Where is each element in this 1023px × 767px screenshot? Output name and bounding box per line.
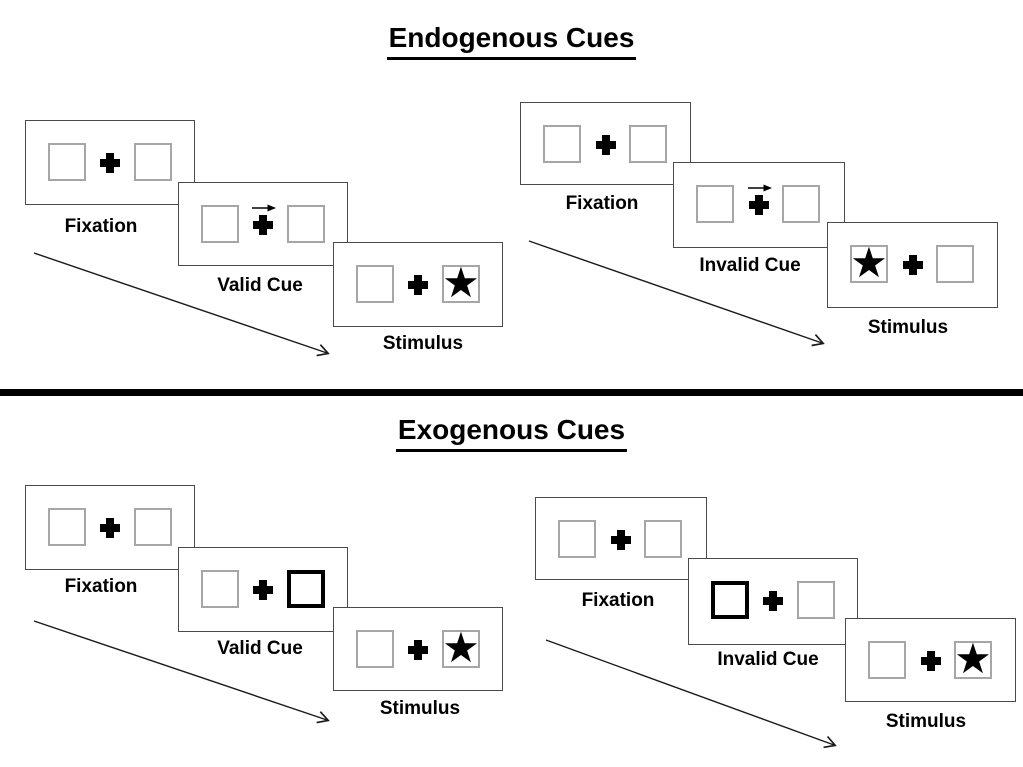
fixation-label: Fixation: [581, 590, 655, 611]
fixation-cross-icon: [100, 518, 120, 538]
placeholder-box-left: [868, 641, 906, 679]
placeholder-box-right: [797, 581, 835, 619]
fixation-label: Fixation: [64, 216, 138, 237]
placeholder-box-left: [48, 143, 86, 181]
stimulus-star-box: ★: [954, 634, 992, 683]
endogenous-title: Endogenous Cues: [0, 22, 1023, 60]
cue-arrow-icon: [748, 184, 772, 192]
placeholder-box-right: [629, 125, 667, 163]
placeholder-box-right: [644, 520, 682, 558]
stimulus-panel: ★: [827, 222, 998, 308]
star-icon: ★: [442, 623, 480, 672]
exogenous-title: Exogenous Cues: [0, 414, 1023, 452]
stimulus-panel: ★: [845, 618, 1016, 702]
cue-panel: [673, 162, 845, 248]
fixation-cross-icon: [763, 591, 783, 611]
placeholder-box-left: [356, 265, 394, 303]
stimulus-label: Stimulus: [379, 698, 461, 719]
section-divider: [0, 389, 1023, 396]
stimulus-star-box: ★: [442, 258, 480, 307]
cue-arrow-icon: [252, 204, 276, 212]
fixation-cross-icon: [253, 215, 273, 235]
fixation-label: Fixation: [64, 576, 138, 597]
cue-box-highlighted: [287, 570, 325, 608]
placeholder-box-left: [356, 630, 394, 668]
fixation-cross-icon: [902, 255, 923, 275]
timeline-arrow: [33, 252, 330, 357]
placeholder-box-right: [936, 245, 974, 283]
placeholder-box-right: [134, 143, 172, 181]
fixation-cross-icon: [408, 275, 428, 295]
star-icon: ★: [954, 634, 992, 683]
placeholder-box-left: [558, 520, 596, 558]
placeholder-box-left: [543, 125, 581, 163]
stimulus-label: Stimulus: [382, 333, 464, 354]
stimulus-panel: ★: [333, 242, 503, 327]
stimulus-star-box: ★: [850, 238, 888, 287]
stimulus-star-box: ★: [442, 623, 480, 672]
fixation-cross-icon: [611, 530, 631, 550]
fixation-cross-icon: [749, 195, 769, 215]
fixation-cross-icon: [595, 135, 616, 155]
placeholder-box-left: [201, 205, 239, 243]
placeholder-box-left: [48, 508, 86, 546]
fixation-cross-icon: [100, 153, 120, 173]
cue-panel: [178, 547, 348, 632]
placeholder-box-right: [782, 185, 820, 223]
fixation-label: Fixation: [565, 193, 639, 214]
fixation-panel: [25, 120, 195, 205]
stimulus-panel: ★: [333, 607, 503, 691]
cue-panel: [178, 182, 348, 266]
placeholder-box-left: [696, 185, 734, 223]
cue-box-highlighted: [711, 581, 749, 619]
cue-label: Invalid Cue: [717, 649, 819, 670]
cue-label: Valid Cue: [217, 275, 303, 296]
timeline-arrow: [33, 620, 330, 724]
fixation-cross-icon: [920, 651, 941, 671]
stimulus-label: Stimulus: [867, 317, 949, 338]
fixation-cross-icon: [408, 640, 428, 660]
stimulus-label: Stimulus: [885, 711, 967, 732]
star-icon: ★: [442, 258, 480, 307]
cue-label: Invalid Cue: [699, 255, 801, 276]
fixation-panel: [520, 102, 691, 185]
cue-panel: [688, 558, 858, 645]
star-icon: ★: [850, 238, 888, 287]
fixation-panel: [535, 497, 707, 580]
placeholder-box-right: [134, 508, 172, 546]
cue-label: Valid Cue: [217, 638, 303, 659]
fixation-panel: [25, 485, 195, 570]
fixation-cross-icon: [253, 580, 273, 600]
placeholder-box-right: [287, 205, 325, 243]
placeholder-box-left: [201, 570, 239, 608]
